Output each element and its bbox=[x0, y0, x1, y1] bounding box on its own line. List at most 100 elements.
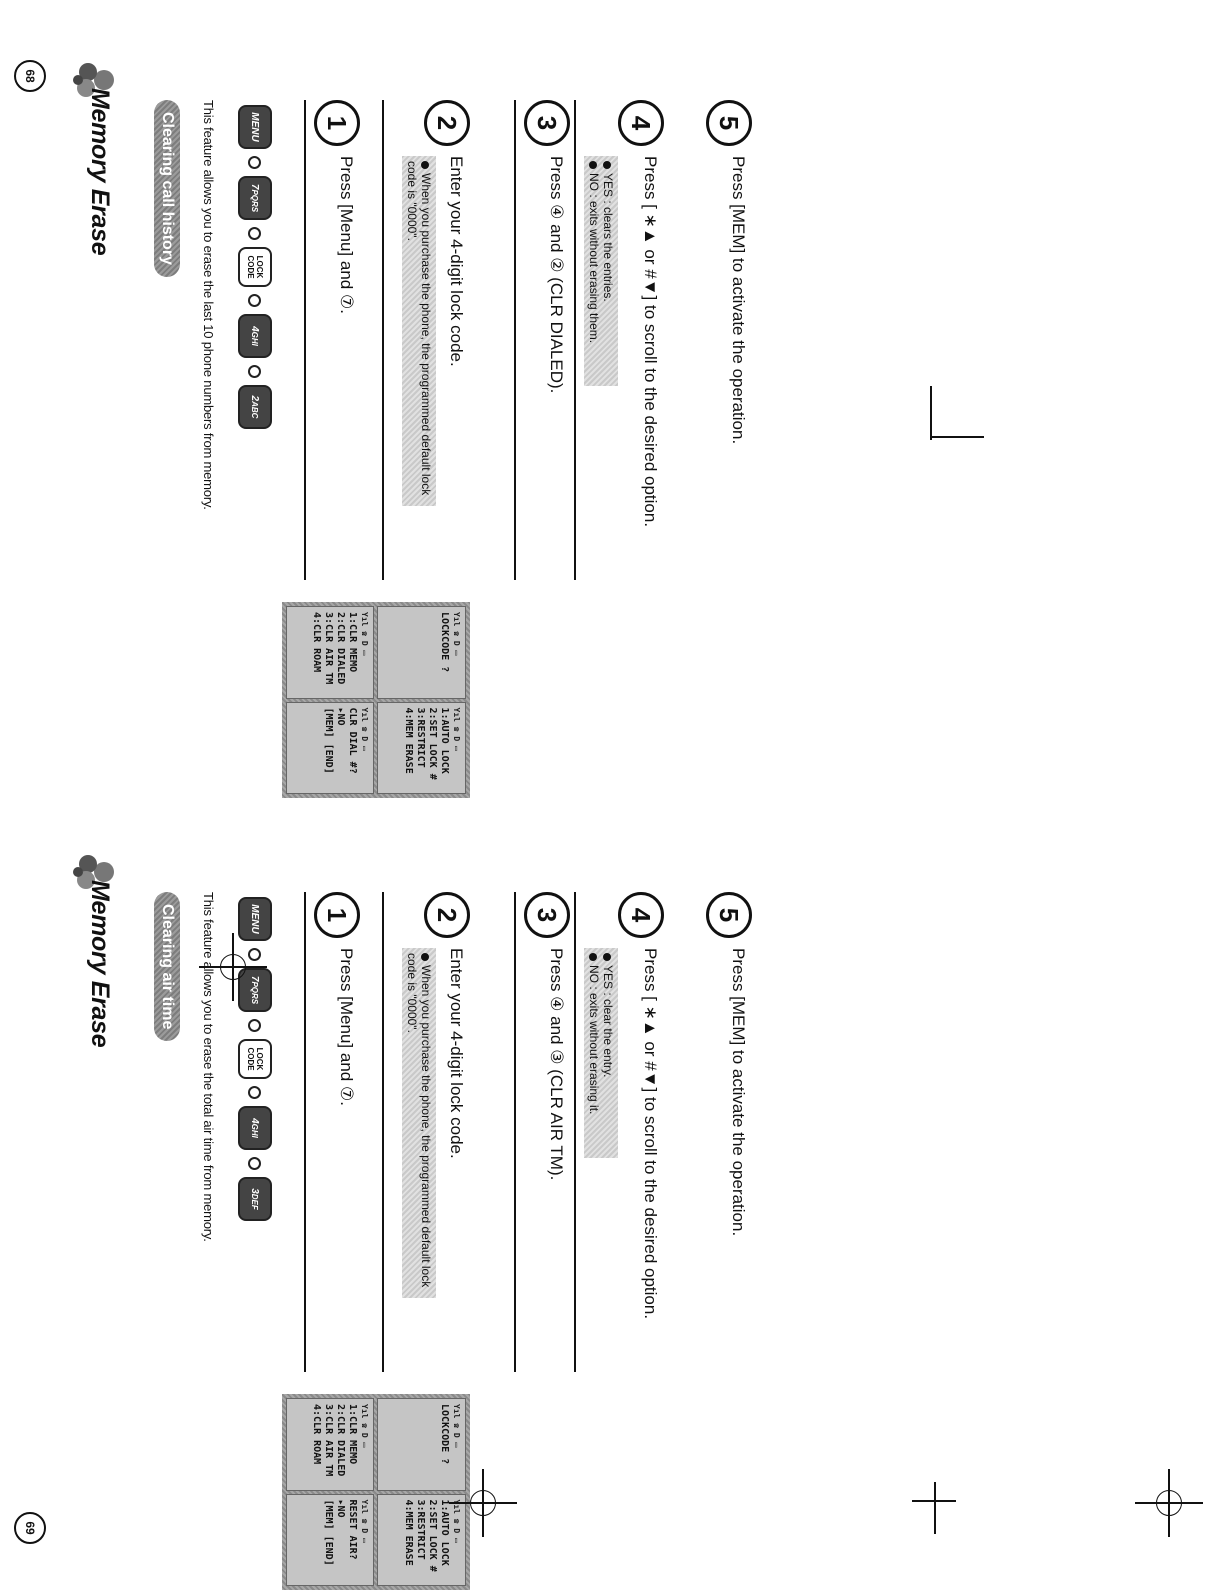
crop-mark bbox=[912, 1500, 956, 1502]
page-number: 68 bbox=[14, 60, 46, 92]
bullet-icon bbox=[603, 953, 612, 961]
divider bbox=[514, 892, 516, 1372]
step-number: 3 bbox=[524, 892, 570, 938]
divider bbox=[514, 100, 516, 580]
status-icons: Yıl ☎ D ▭ bbox=[360, 1404, 370, 1448]
screen-line: LOCKCODE ? bbox=[439, 1404, 450, 1465]
bullet-icon bbox=[421, 161, 430, 169]
page-68: Memory Erase Clearing call history This … bbox=[0, 0, 1212, 798]
step-text: Press [Menu] and ⑦. bbox=[337, 948, 356, 1106]
status-icons: Yıl ☎ D ▭ bbox=[452, 707, 461, 751]
screen-line: LOCKCODE ? bbox=[439, 612, 450, 673]
screen-line: 3:RESTRICT bbox=[415, 1499, 426, 1560]
phone-screens: Yıl ☎ D ▭LOCKCODE ? Yıl ☎ D ▭1:AUTO LOCK… bbox=[282, 1394, 470, 1590]
bear-logo-icon bbox=[73, 855, 114, 889]
status-icons: Yıl ☎ D ▭ bbox=[452, 1499, 461, 1543]
screen-line: 4:MEM ERASE bbox=[403, 707, 414, 774]
screen-line: [MEM] [END] bbox=[323, 1499, 335, 1566]
next-arrow-icon bbox=[248, 365, 262, 378]
key-3-sub: DEF bbox=[250, 1193, 260, 1210]
screen-line: 2:CLR DIALED bbox=[335, 1404, 347, 1477]
step-text: Press [MEM] to activate the operation. bbox=[729, 948, 748, 1237]
step-number: 5 bbox=[706, 892, 752, 938]
screen-line: CLR DIAL #? bbox=[347, 707, 359, 774]
key-4-sub: GHI bbox=[250, 1123, 260, 1138]
step-number: 5 bbox=[706, 100, 752, 146]
key-4-sub: GHI bbox=[250, 331, 260, 346]
crop-mark bbox=[934, 1482, 936, 1534]
status-icons: Yıl ☎ D ▭ bbox=[360, 707, 370, 751]
status-icons: Yıl ☎ D ▭ bbox=[360, 612, 370, 656]
screen-line: 1:AUTO LOCK bbox=[439, 1499, 450, 1566]
note-text: YES : clear the entry. bbox=[601, 965, 615, 1078]
key-7-sub: PQRS bbox=[250, 981, 260, 1005]
screen-line: [MEM] [END] bbox=[323, 707, 335, 774]
next-arrow-icon bbox=[248, 156, 262, 169]
crop-mark bbox=[932, 436, 984, 438]
bullet-icon bbox=[603, 161, 612, 169]
note-text: When you purchase the phone, the program… bbox=[405, 161, 433, 496]
section-heading: Clearing call history bbox=[154, 100, 180, 277]
menu-key-icon: MENU bbox=[238, 105, 272, 149]
screen-1: Yıl ☎ D ▭LOCKCODE ? bbox=[377, 606, 466, 699]
crop-mark bbox=[930, 386, 932, 440]
registration-mark-icon bbox=[220, 954, 246, 980]
note-box: YES : clears the entries. NO : exits wit… bbox=[584, 156, 618, 386]
screen-line: 4:CLR ROAM bbox=[311, 612, 323, 673]
screen-4: Yıl ☎ D ▭RESET AIR?▸NO[MEM] [END] bbox=[286, 1493, 375, 1586]
bullet-icon bbox=[421, 953, 430, 961]
next-arrow-icon bbox=[248, 294, 262, 307]
note-text: When you purchase the phone, the program… bbox=[405, 953, 433, 1288]
screen-line: 1:CLR MEMO bbox=[347, 612, 359, 673]
note-box: YES : clear the entry. NO : exits withou… bbox=[584, 948, 618, 1158]
divider bbox=[382, 100, 384, 580]
intro-text: This feature allows you to erase the tot… bbox=[201, 892, 216, 1242]
step-number: 1 bbox=[314, 100, 360, 146]
note-item: NO : exits without erasing them. bbox=[587, 161, 601, 381]
note-text: YES : clears the entries. bbox=[601, 173, 615, 302]
bear-logo-icon bbox=[73, 63, 114, 97]
step-number: 2 bbox=[424, 100, 470, 146]
divider bbox=[574, 100, 576, 580]
step-text: Press [Menu] and ⑦. bbox=[337, 156, 356, 314]
screen-line: 3:CLR AIR TM bbox=[323, 612, 335, 685]
screen-line: 3:CLR AIR TM bbox=[323, 1404, 335, 1477]
note-item: YES : clear the entry. bbox=[601, 953, 615, 1153]
lock-code-key-icon: LOCK CODE bbox=[238, 1039, 272, 1079]
section-heading: Clearing air time bbox=[154, 892, 180, 1042]
screen-line: 2:CLR DIALED bbox=[335, 612, 347, 685]
page-69: Memory Erase Clearing air time This feat… bbox=[0, 792, 1212, 1590]
screen-line: ▸NO bbox=[335, 707, 347, 726]
key-2-sub: ABC bbox=[250, 401, 260, 419]
step-number: 4 bbox=[618, 100, 664, 146]
note-box: When you purchase the phone, the program… bbox=[402, 156, 436, 506]
page-title: Memory Erase bbox=[86, 880, 114, 1048]
step-number: 3 bbox=[524, 100, 570, 146]
status-icons: Yıl ☎ D ▭ bbox=[452, 1404, 461, 1448]
note-item: YES : clears the entries. bbox=[601, 161, 615, 381]
screen-line: 1:CLR MEMO bbox=[347, 1404, 359, 1465]
step-text: Press [MEM] to activate the operation. bbox=[729, 156, 748, 445]
step-text: Press [ ∗▲ or #▼] to scroll to the desir… bbox=[641, 948, 660, 1320]
next-arrow-icon bbox=[248, 1157, 262, 1170]
key-7-sub: PQRS bbox=[250, 189, 260, 213]
divider bbox=[574, 892, 576, 1372]
status-icons: Yıl ☎ D ▭ bbox=[452, 612, 461, 656]
next-arrow-icon bbox=[248, 948, 262, 961]
divider bbox=[304, 100, 306, 580]
screen-line: 4:CLR ROAM bbox=[311, 1404, 323, 1465]
intro-text: This feature allows you to erase the las… bbox=[201, 100, 216, 510]
bullet-icon bbox=[589, 953, 598, 961]
screen-4: Yıl ☎ D ▭CLR DIAL #?▸NO[MEM] [END] bbox=[286, 701, 375, 794]
